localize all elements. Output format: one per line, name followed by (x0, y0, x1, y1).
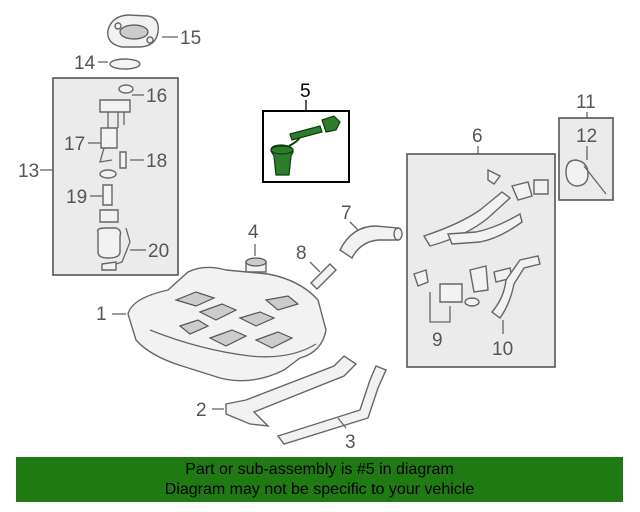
callout-19: 19 (66, 187, 87, 208)
callout-3: 3 (345, 432, 356, 453)
filler-neck-assembly[interactable] (413, 168, 549, 319)
parts-diagram: 15 14 13 16 17 18 19 20 5 (18, 14, 614, 453)
callout-4: 4 (248, 222, 259, 243)
callout-18: 18 (146, 151, 167, 172)
callout-10: 10 (492, 339, 513, 360)
callout-13: 13 (18, 161, 39, 182)
callout-20: 20 (148, 241, 169, 262)
part-12-fuel-cap[interactable] (565, 159, 607, 195)
callout-16: 16 (146, 86, 167, 107)
leader-9 (429, 292, 451, 323)
banner-line-1: Part or sub-assembly is #5 in diagram (185, 461, 454, 478)
part-2-tank-strap[interactable] (225, 355, 358, 427)
part-15-cover-plate[interactable] (107, 14, 159, 48)
pump-module[interactable] (96, 84, 134, 271)
part-1-fuel-tank[interactable] (127, 266, 327, 382)
part-4-grommet[interactable] (245, 257, 267, 273)
callout-5: 5 (300, 81, 311, 102)
leader-8 (309, 261, 321, 273)
callout-2: 2 (196, 400, 207, 421)
info-banner: Part or sub-assembly is #5 in diagram Di… (16, 457, 623, 502)
part-14-seal-ring[interactable] (109, 58, 141, 70)
part-3-tank-strap[interactable] (276, 365, 387, 445)
callout-9: 9 (432, 330, 443, 351)
callout-1: 1 (96, 304, 107, 325)
callout-8: 8 (296, 243, 307, 264)
callout-14: 14 (74, 53, 96, 74)
callout-17: 17 (64, 134, 85, 155)
part-8-pipe[interactable] (310, 263, 337, 290)
part-5-highlighted[interactable] (270, 115, 341, 176)
banner-line-2: Diagram may not be specific to your vehi… (164, 481, 475, 498)
callout-11: 11 (576, 92, 596, 113)
callout-7: 7 (341, 203, 352, 224)
assembly-box-11 (558, 117, 614, 201)
part-7-filler-hose[interactable] (339, 225, 403, 260)
callout-15: 15 (180, 28, 201, 49)
leader-3 (337, 417, 347, 429)
callout-12: 12 (576, 126, 597, 147)
callout-6: 6 (472, 126, 483, 147)
